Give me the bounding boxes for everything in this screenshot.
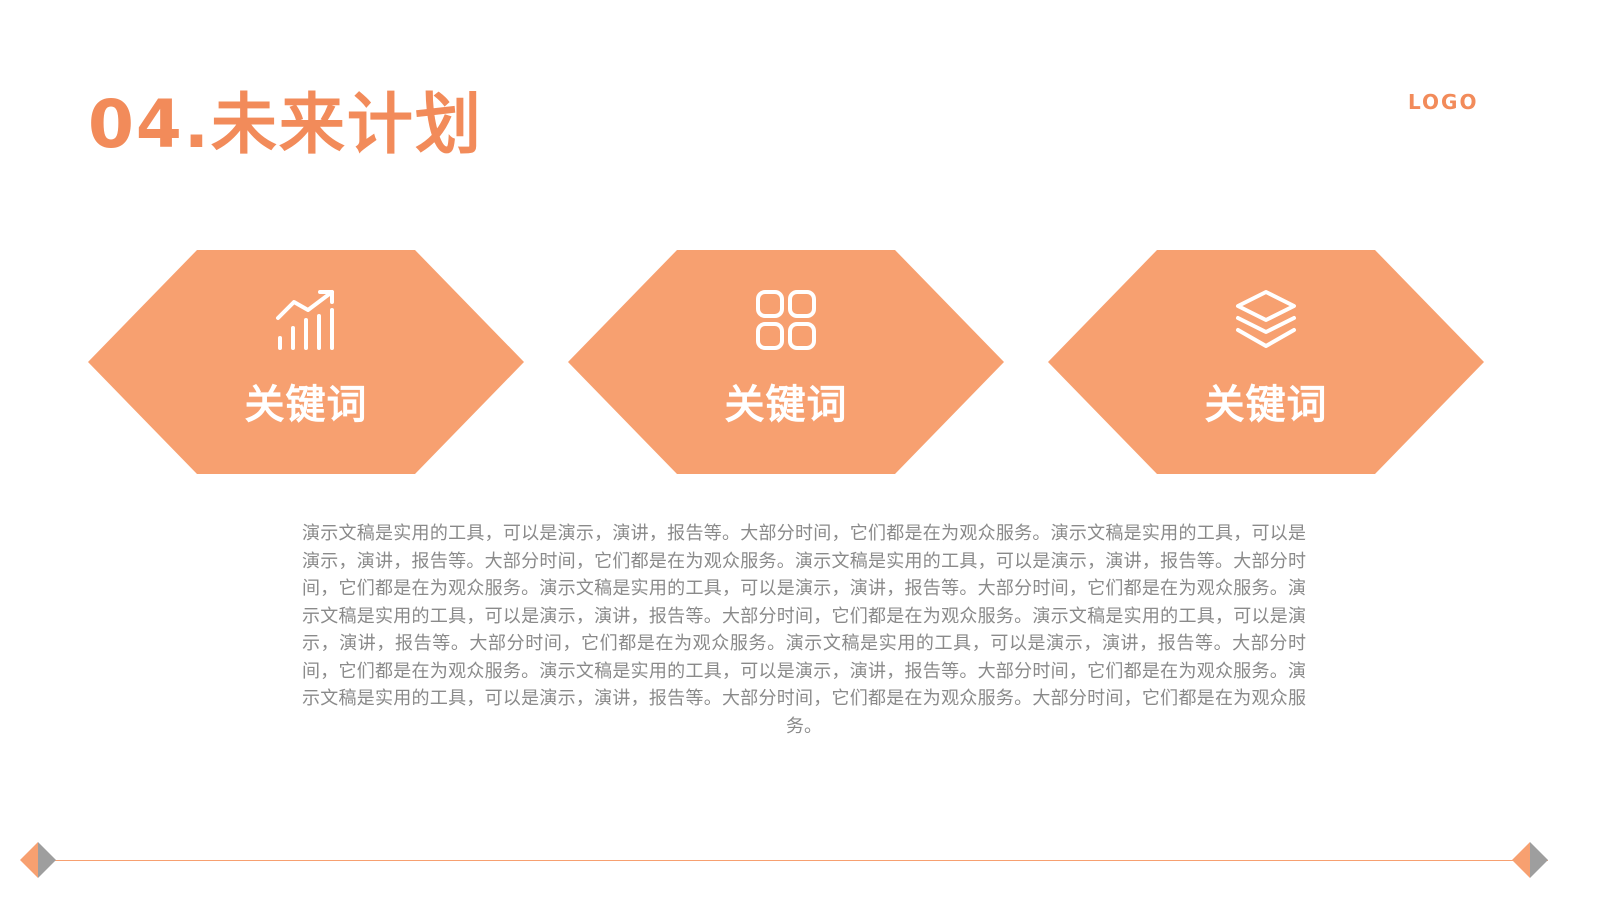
grid-four-icon: [756, 290, 816, 350]
logo: LOGO: [1408, 90, 1479, 114]
divider-line: [50, 860, 1548, 861]
keyword-card-2: 关键词: [568, 250, 1004, 474]
right-diamond-decoration: [1512, 842, 1548, 878]
page-title: 04.未来计划: [88, 86, 483, 163]
body-paragraph: 演示文稿是实用的工具，可以是演示，演讲，报告等。大部分时间，它们都是在为观众服务…: [302, 523, 1306, 737]
layers-icon: [1236, 290, 1296, 348]
keyword-card-1: 关键词: [88, 250, 524, 474]
keyword-label: 关键词: [1204, 382, 1328, 428]
left-diamond-decoration: [20, 842, 56, 878]
keyword-label: 关键词: [244, 382, 368, 428]
keyword-card-3: 关键词: [1048, 250, 1484, 474]
keyword-label: 关键词: [724, 382, 848, 428]
trend-chart-icon: [276, 290, 334, 350]
